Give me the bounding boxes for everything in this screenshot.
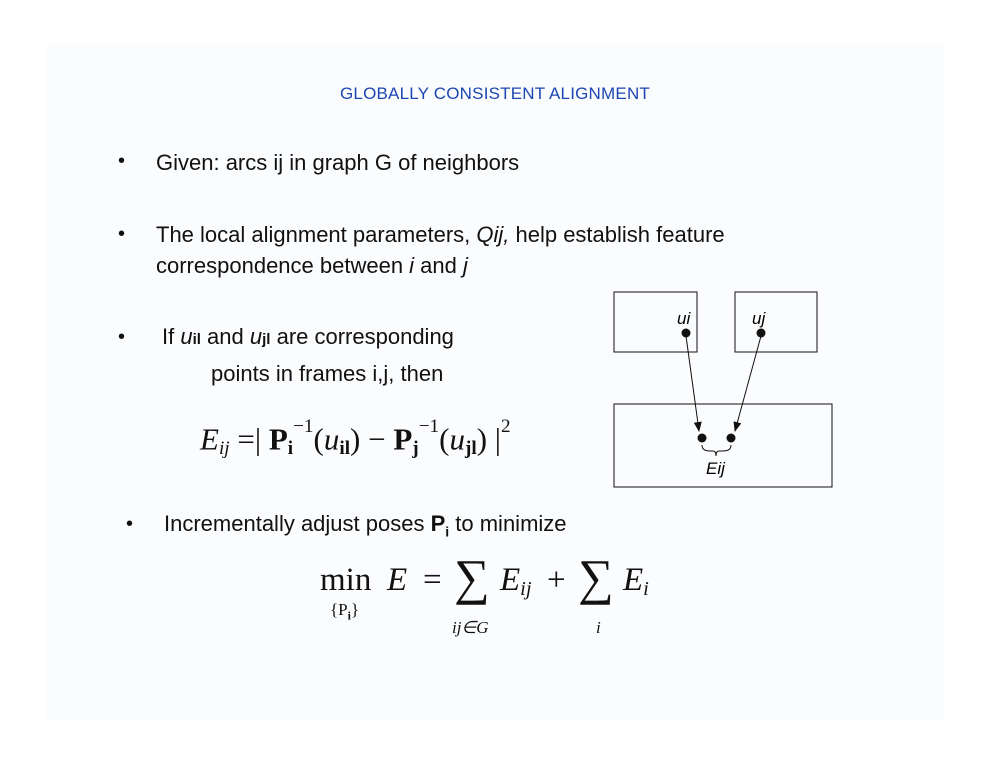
- equation-plus: +: [547, 562, 566, 598]
- bullet-2-text-b: help establish feature: [509, 222, 725, 247]
- bullet-2-qij: Qij,: [476, 222, 510, 247]
- arrow-uj: [733, 335, 762, 432]
- equation-eij: Eij =| Pi−1(uil) − Pj−1(ujl) |2: [200, 416, 511, 460]
- bullet-1-text: Given: arcs ij in graph G of neighbors: [156, 150, 520, 175]
- frame-i-box: [613, 291, 698, 353]
- bullet-glyph-1: •: [118, 150, 126, 172]
- bullet-2-text-a: The local alignment parameters,: [156, 222, 477, 247]
- equation-sum-1: ∑: [454, 549, 490, 605]
- point-uj-projected: [726, 433, 736, 443]
- bullet-2-and: and: [414, 253, 463, 278]
- frame-j-box: [734, 291, 818, 353]
- equation-equals: =: [423, 562, 442, 598]
- label-eij: Eij: [706, 459, 726, 478]
- bullet-glyph-3: •: [118, 326, 126, 348]
- bullet-3-u-il: uil: [180, 324, 201, 349]
- slide-background: [46, 44, 944, 720]
- bullet-3-line-2: points in frames i,j, then: [211, 361, 444, 386]
- bullet-3-if: If: [162, 324, 181, 349]
- arrow-ui: [685, 335, 702, 432]
- equation-sum-1-under: ij∈G: [452, 618, 489, 637]
- equation-e: E: [387, 562, 408, 598]
- equation-min-subscript: {Pi}: [330, 600, 360, 623]
- global-frame-box: [613, 403, 833, 488]
- equation-min-label: min: [320, 562, 372, 598]
- bullet-3-rest: are corresponding: [270, 324, 454, 349]
- bullet-2-line-2: correspondence between i and j: [156, 253, 468, 279]
- equation-ei-term: Ei: [623, 562, 649, 601]
- point-uj: [756, 328, 766, 338]
- label-ui: ui: [677, 309, 691, 328]
- bullet-2-line-1: The local alignment parameters, Qij, hel…: [156, 222, 725, 248]
- label-uj: uj: [752, 309, 766, 328]
- point-ui: [681, 328, 691, 338]
- bullet-2-text-c: correspondence between: [156, 253, 410, 278]
- bullet-3-and: and: [200, 324, 250, 349]
- bullet-3-u-jl: ujl: [249, 324, 271, 349]
- bullet-glyph-2: •: [118, 223, 126, 245]
- equation-sum-2: ∑: [578, 549, 614, 605]
- eij-brace: [701, 444, 732, 457]
- bullet-glyph-4: •: [126, 513, 134, 535]
- equation-eij-term: Eij: [500, 562, 532, 601]
- equation-sum-2-under: i: [596, 618, 601, 637]
- bullet-3-line-1: If uil and ujl are corresponding: [162, 324, 454, 350]
- bullet-2-j: j: [463, 253, 468, 278]
- bullet-2-i: i: [409, 253, 415, 278]
- point-ui-projected: [697, 433, 707, 443]
- bullet-4-text: Incrementally adjust poses Pi to minimiz…: [164, 511, 567, 540]
- slide-title: GLOBALLY CONSISTENT ALIGNMENT: [340, 84, 650, 103]
